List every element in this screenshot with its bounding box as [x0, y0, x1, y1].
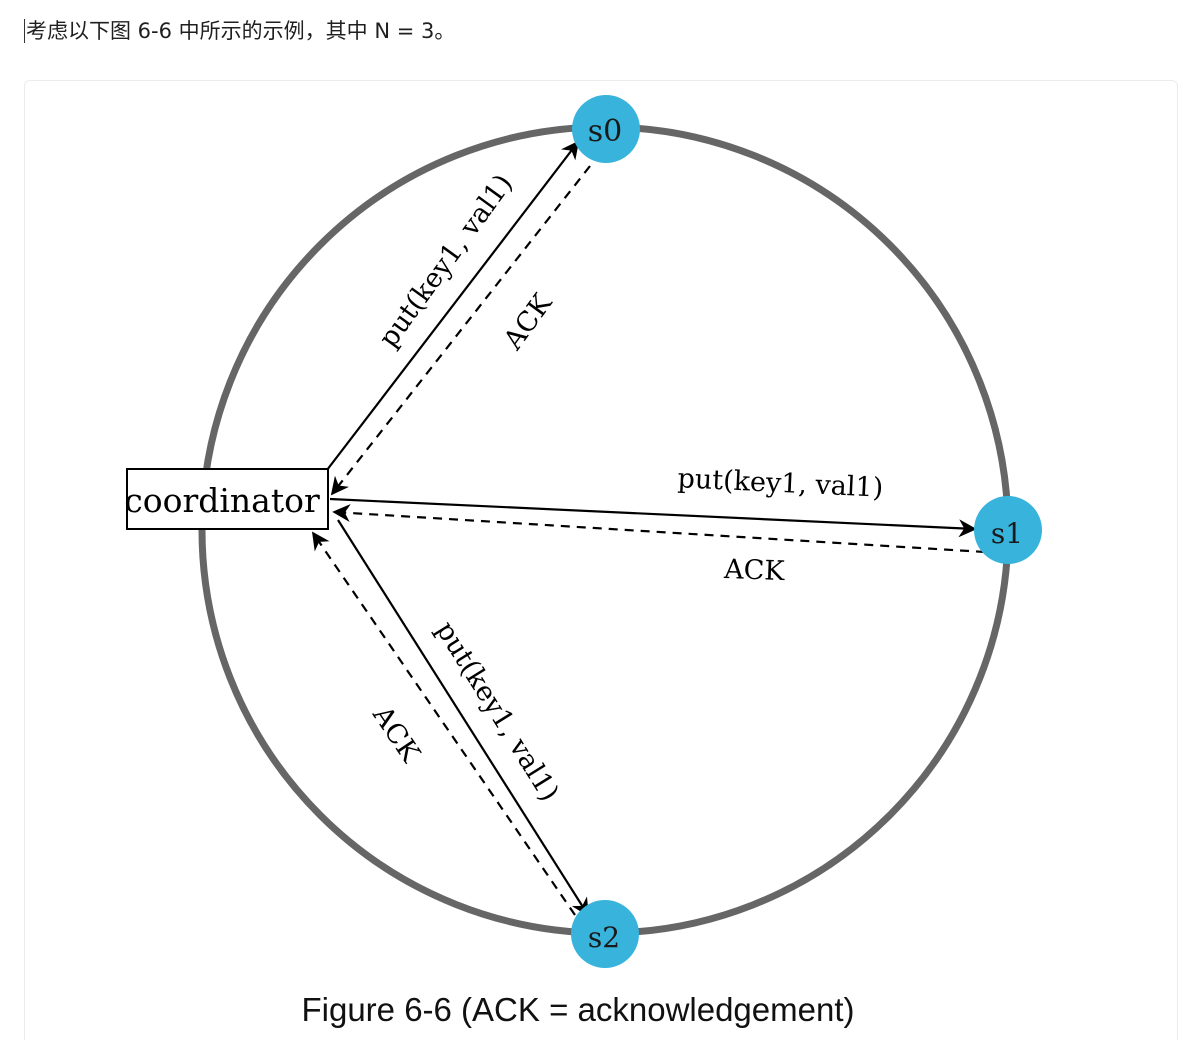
ack-label-s1: ACK	[723, 554, 786, 587]
intro-paragraph: 考虑以下图 6-6 中所示的示例，其中 N = 3。	[24, 14, 455, 48]
put-arrow-s0	[326, 140, 580, 471]
ack-arrow-s2	[311, 531, 576, 916]
node-s1-label: s1	[991, 517, 1023, 550]
put-arrow-s1	[329, 497, 977, 538]
coordinator-node: coordinator	[124, 468, 329, 530]
intro-text: 考虑以下图 6-6 中所示的示例，其中 N = 3。	[26, 19, 456, 43]
ack-label-s0: ACK	[497, 288, 559, 357]
figure-caption: Figure 6-6 (ACK = acknowledgement)	[301, 991, 854, 1028]
coordinator-label: coordinator	[124, 481, 320, 520]
node-s2: s2	[571, 900, 639, 968]
put-arrow-s2	[337, 519, 589, 917]
ack-arrow-s1	[332, 504, 986, 554]
put-label-s0: put(key1, val1)	[373, 169, 519, 354]
figure-card	[24, 80, 1178, 1040]
text-cursor	[24, 19, 25, 43]
put-label-s1: put(key1, val1)	[677, 463, 884, 504]
ack-label-s2: ACK	[366, 700, 426, 769]
node-s2-label: s2	[588, 921, 620, 954]
node-s0-label: s0	[588, 114, 622, 149]
node-s0: s0	[572, 95, 640, 163]
ack-arrow-s0	[330, 165, 591, 496]
node-s1: s1	[974, 496, 1042, 564]
put-label-s2: put(key1, val1)	[430, 616, 565, 807]
